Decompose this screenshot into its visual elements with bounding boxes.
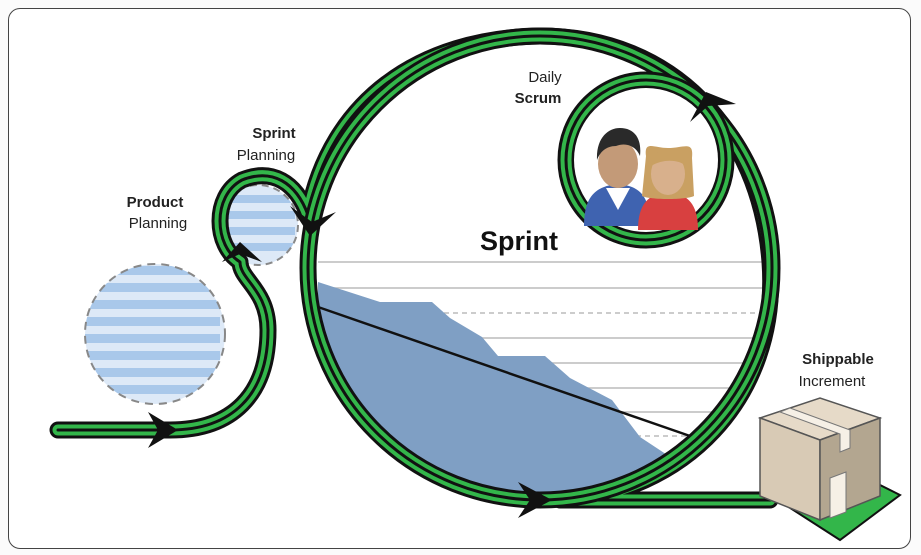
people-icon [584, 128, 698, 230]
shippable-increment-title: Shippable [802, 351, 874, 368]
sprint-planning-subtitle: Planning [237, 147, 295, 164]
chevron-arrow-icon [222, 242, 262, 262]
label-sprint-planning: Sprint Planning [237, 125, 296, 164]
chevron-arrow-icon [518, 482, 552, 518]
sprint-planning-title: Sprint [252, 125, 295, 142]
ideal-burndown-line [317, 305, 691, 438]
backlog-stripes [85, 266, 220, 394]
product-planning-subtitle: Planning [129, 215, 187, 232]
label-product-planning: Product Planning [127, 194, 188, 232]
sprint-backlog [217, 184, 299, 266]
label-daily-scrum: Daily Scrum [515, 69, 563, 107]
chevron-arrow-icon [290, 206, 336, 236]
shippable-increment-subtitle: Increment [799, 373, 867, 390]
burndown-chart [317, 261, 770, 500]
chevron-arrow-icon [690, 92, 736, 122]
product-backlog [84, 263, 226, 405]
box-icon [757, 397, 902, 542]
daily-scrum-line1: Daily [528, 69, 562, 86]
product-planning-title: Product [127, 194, 184, 211]
label-shippable-increment: Shippable Increment [799, 351, 874, 390]
daily-scrum-line2: Scrum [515, 90, 562, 107]
sprint-title: Sprint [480, 226, 558, 256]
flow-arrows [148, 92, 736, 518]
chevron-arrow-icon [148, 412, 178, 448]
